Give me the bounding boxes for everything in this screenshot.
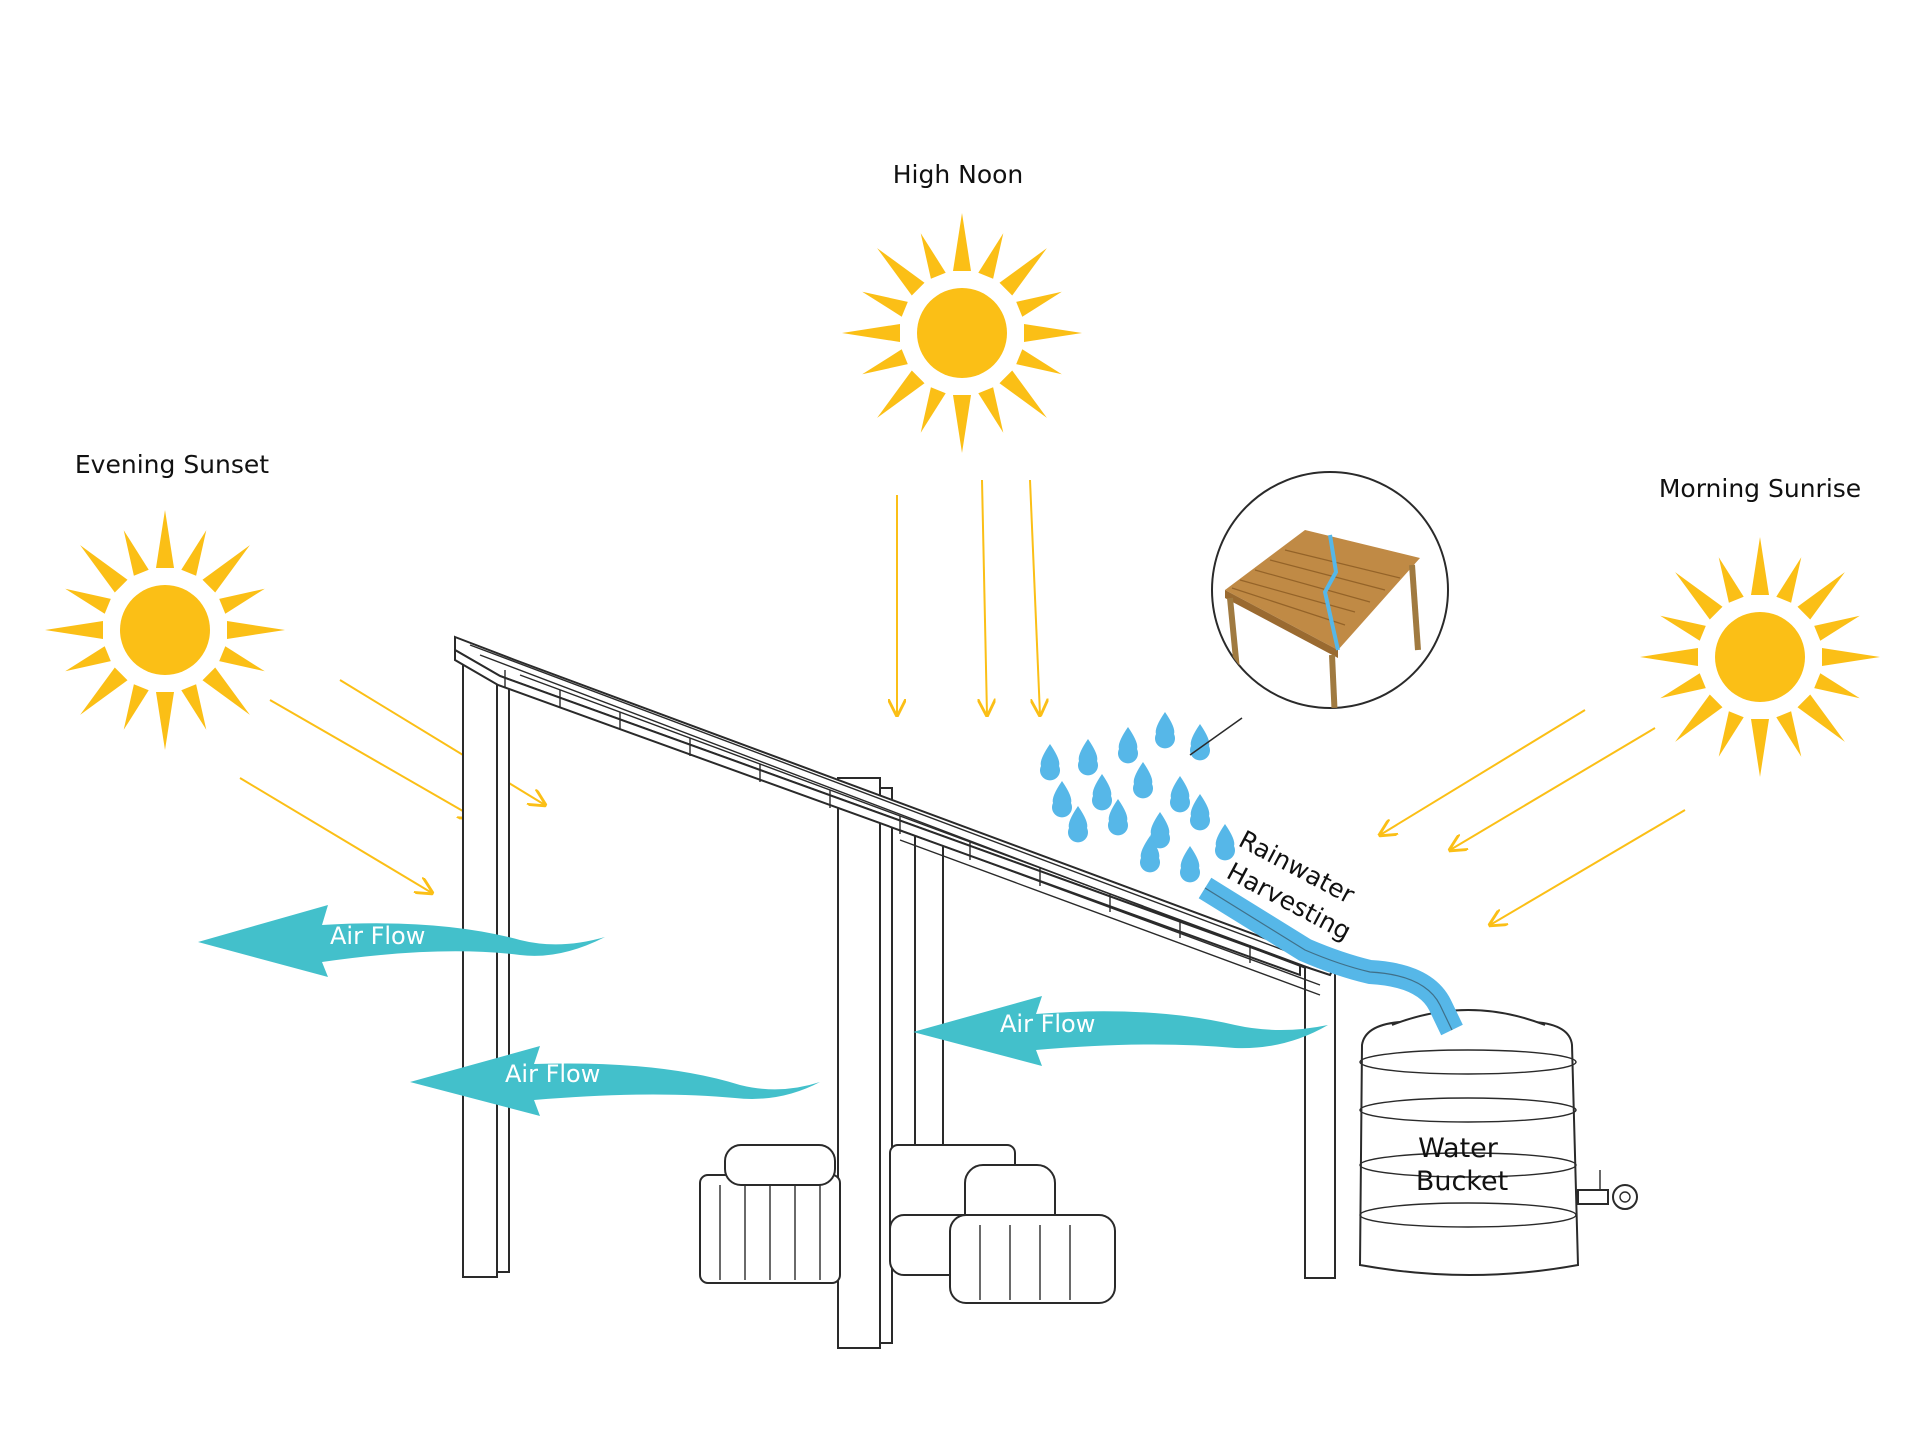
sun-icon-high-noon [842, 213, 1082, 453]
sun-ray [227, 621, 285, 639]
sun-ray [1822, 648, 1880, 666]
sun-ray [1814, 673, 1860, 699]
sun-ray [978, 233, 1004, 279]
sun-ray [920, 233, 946, 279]
sun-ray [1016, 291, 1062, 317]
raindrop-icon [1052, 781, 1072, 818]
sun-ray [1640, 648, 1698, 666]
sun-ray [1797, 694, 1845, 742]
air-flow-arrow-1: Air Flow [198, 905, 605, 977]
raindrop-icon [1108, 799, 1128, 836]
sun-ray [80, 545, 128, 593]
roof-detail-inset [1211, 471, 1449, 709]
sun-ray [156, 510, 174, 568]
sun-ray [1675, 694, 1723, 742]
sun-ray [123, 530, 149, 576]
sun-ray [123, 684, 149, 730]
sun-ray [953, 213, 971, 271]
sun-ray [65, 588, 111, 614]
sun-ray [862, 349, 908, 375]
raindrop-icon [1040, 744, 1060, 781]
raindrop-icon [1190, 794, 1210, 831]
raindrop-icon [1068, 806, 1088, 843]
sun-ray [219, 588, 265, 614]
sun-ray [999, 370, 1047, 418]
sun-ray [1718, 557, 1744, 603]
raindrop-icon [1180, 846, 1200, 883]
sun-ray [65, 646, 111, 672]
seating-blocks [699, 1144, 1116, 1304]
sun-ray [842, 324, 900, 342]
morning-sun-beams [1380, 709, 1686, 925]
sun-ray [999, 248, 1047, 296]
sun-ray [1024, 324, 1082, 342]
sun-ray [1660, 673, 1706, 699]
sun-ray [1751, 537, 1769, 595]
air-flow-label-2: Air Flow [505, 1060, 600, 1088]
sun-ray [156, 692, 174, 750]
raindrop-icon [1155, 712, 1175, 749]
air-flow-arrow-3: Air Flow [913, 996, 1328, 1066]
raindrop-icon [1140, 836, 1160, 873]
noon-sun-beams [897, 479, 1040, 715]
sun-icon-morning-sunrise [1640, 537, 1880, 777]
sun-ray [80, 667, 128, 715]
sun-ray [953, 395, 971, 453]
air-flow-arrow-2: Air Flow [410, 1046, 820, 1116]
sun-ray [978, 387, 1004, 433]
raindrop-icon [1133, 762, 1153, 799]
sun-ray [1016, 349, 1062, 375]
morning-sunrise-label: Morning Sunrise [1659, 474, 1861, 503]
sun-ray [45, 621, 103, 639]
sun-ray [1675, 572, 1723, 620]
raindrop-icon [1092, 774, 1112, 811]
sun-ray [1797, 572, 1845, 620]
evening-sun-beams [239, 679, 545, 893]
evening-sunset-label: Evening Sunset [75, 450, 269, 479]
sun-ray [862, 291, 908, 317]
high-noon-label: High Noon [893, 160, 1024, 189]
sun-ray [1751, 719, 1769, 777]
raindrop-icon [1118, 727, 1138, 764]
inset-leader-line [1189, 717, 1243, 756]
sun-ray [1776, 711, 1802, 757]
sun-ray [1718, 711, 1744, 757]
raindrop-icons [1040, 712, 1235, 883]
sun-ray [1776, 557, 1802, 603]
sun-ray [877, 370, 925, 418]
air-flow-label-3: Air Flow [1000, 1010, 1095, 1038]
sun-icon-evening-sunset [45, 510, 285, 750]
sun-ray [202, 545, 250, 593]
air-flow-label-1: Air Flow [330, 922, 425, 950]
raindrop-icon [1215, 824, 1235, 861]
raindrop-icon [1170, 776, 1190, 813]
sun-ray [1660, 615, 1706, 641]
raindrop-icon [1078, 739, 1098, 776]
sun-ray [877, 248, 925, 296]
water-tank [1358, 1009, 1638, 1276]
water-tank-label-line1: Water [1418, 1133, 1499, 1164]
sun-ray [181, 684, 207, 730]
raindrop-icon [1150, 812, 1170, 849]
sun-ray [202, 667, 250, 715]
sun-ray [920, 387, 946, 433]
sun-ray [219, 646, 265, 672]
water-tank-label-line2: Bucket [1416, 1166, 1508, 1197]
sun-ray [181, 530, 207, 576]
sun-ray [1814, 615, 1860, 641]
